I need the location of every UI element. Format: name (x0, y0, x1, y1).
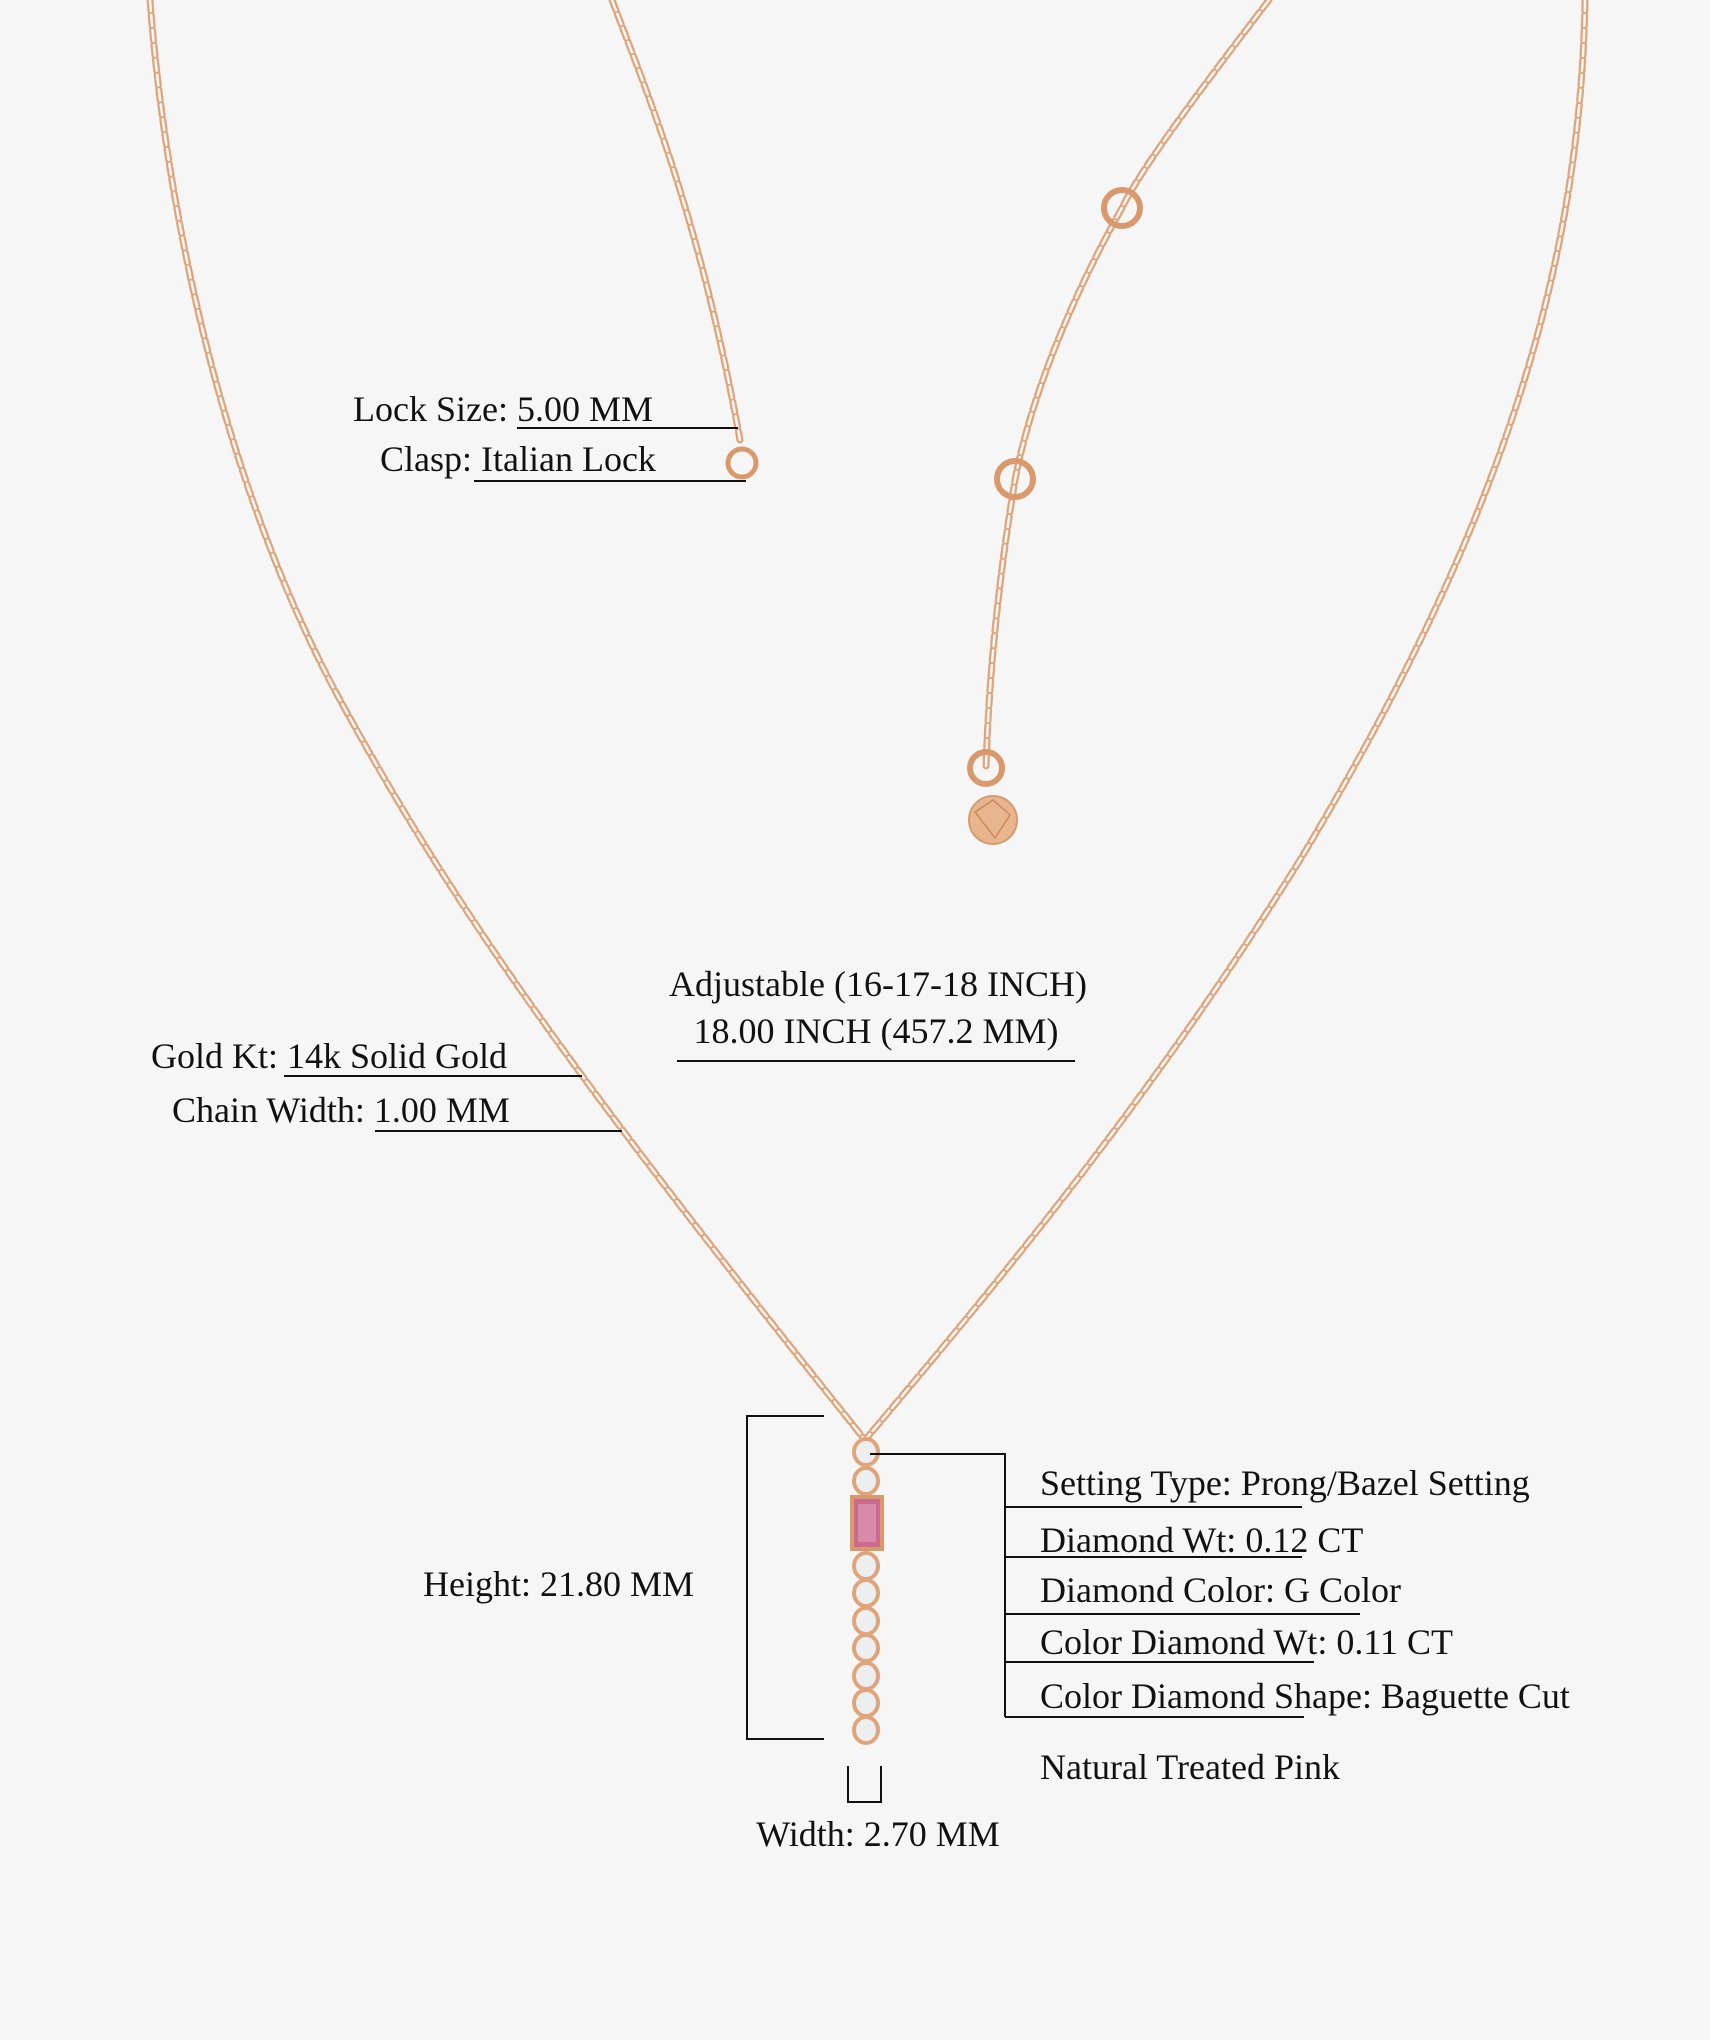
spec-label: Diamond Color: (1040, 1570, 1275, 1610)
spec-diamond-color: Diamond Color: G Color (1040, 1572, 1401, 1608)
clasp-value: Italian Lock (481, 439, 656, 479)
clasp-spec: Clasp: Italian Lock (380, 441, 656, 477)
chain-width-label: Chain Width: (172, 1090, 365, 1130)
diamond-stone (852, 1437, 880, 1467)
spec-value: Baguette Cut (1380, 1676, 1570, 1716)
extension-ring-end (967, 749, 1005, 787)
lock-size-label: Lock Size: (353, 389, 508, 429)
lock-size-spec: Lock Size: 5.00 MM (353, 391, 653, 427)
width-spec: Width: 2.70 MM (756, 1814, 1000, 1854)
length-total: 18.00 INCH (457.2 MM) (693, 1011, 1059, 1051)
left-chain (146, 0, 869, 1444)
gold-kt-label: Gold Kt: (151, 1036, 279, 1076)
spec-value: G Color (1283, 1570, 1401, 1610)
chain-width-value: 1.00 MM (373, 1090, 510, 1130)
diamond-stone (852, 1633, 880, 1663)
diamond-stone (852, 1661, 880, 1691)
diamond-stone (852, 1606, 880, 1636)
right-chain (861, 0, 1589, 1444)
extension-chain (982, 0, 1273, 772)
diamond-stone (852, 1578, 880, 1608)
diamond-stone (852, 1551, 880, 1581)
clasp-label: Clasp: (380, 439, 473, 479)
spec-setting-type: Setting Type: Prong/Bazel Setting (1040, 1465, 1530, 1501)
gold-kt-value: 14k Solid Gold (287, 1036, 508, 1076)
height-spec: Height: 21.80 MM (423, 1564, 695, 1604)
spec-label: Setting Type: (1040, 1463, 1232, 1503)
spec-label: Color Diamond Shape: (1040, 1676, 1372, 1716)
gold-kt-spec: Gold Kt: 14k Solid Gold (151, 1038, 507, 1074)
spec-label: Color Diamond Wt: (1040, 1622, 1328, 1662)
width-bracket (847, 1766, 882, 1803)
pendant-bar (850, 1437, 884, 1745)
extension-ring-mid (994, 458, 1036, 500)
spec-color-diamond-wt: Color Diamond Wt: 0.11 CT (1040, 1624, 1453, 1660)
clasp-chain (608, 0, 744, 444)
spec-diamond-wt: Diamond Wt: 0.12 CT (1040, 1522, 1363, 1558)
spec-color-diamond-shape: Color Diamond Shape: Baguette Cut (1040, 1678, 1570, 1714)
spec-value: 0.12 CT (1245, 1520, 1364, 1560)
chain-width-spec: Chain Width: 1.00 MM (172, 1092, 510, 1128)
extension-ring-top (1101, 187, 1143, 229)
diamond-stone (852, 1715, 880, 1745)
extension-disc (968, 795, 1018, 845)
spec-label: Diamond Wt: (1040, 1520, 1237, 1560)
lock-size-value: 5.00 MM (516, 389, 653, 429)
spec-value: Prong/Bazel Setting (1240, 1463, 1530, 1503)
stone-note: Natural Treated Pink (1040, 1747, 1340, 1787)
spec-value: 0.11 CT (1336, 1622, 1453, 1662)
diamond-stone (852, 1688, 880, 1718)
clasp-ring (725, 446, 759, 480)
length-adjustable: Adjustable (16-17-18 INCH) (669, 964, 1087, 1004)
height-bracket (746, 1415, 824, 1740)
diamond-stone (852, 1466, 880, 1496)
